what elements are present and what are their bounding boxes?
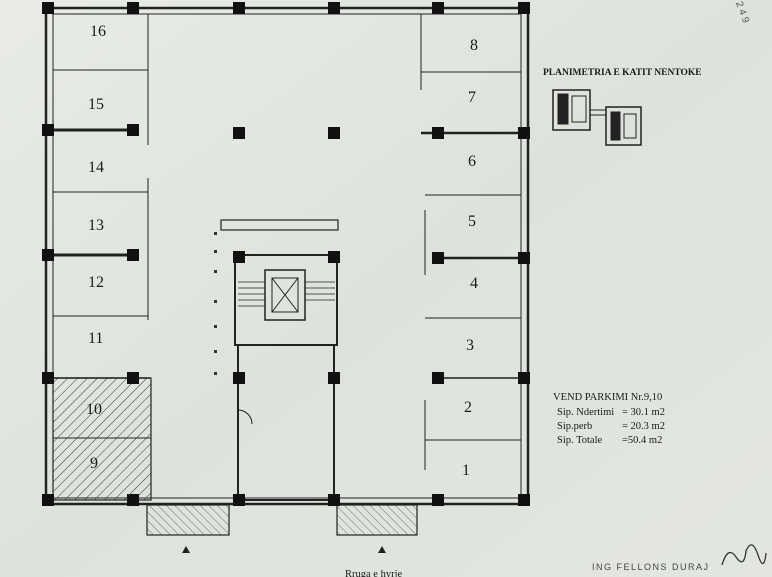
space-number-9: 9 [90,455,98,472]
structural-column [328,127,340,139]
structural-column [127,2,139,14]
structural-column [42,2,54,14]
left-space-numbers: 16 15 14 13 12 11 10 9 [86,23,106,472]
right-space-numbers: 8 7 6 5 4 3 2 1 [462,37,478,479]
info-row-value: = 20.3 m2 [622,421,665,432]
structural-column [233,494,245,506]
structural-column [518,372,530,384]
structural-column [328,2,340,14]
structural-column [127,494,139,506]
structural-column [518,494,530,506]
space-number-7: 7 [468,89,476,106]
dimension-marks [214,232,217,375]
space-number-14: 14 [88,159,104,176]
structural-column [127,124,139,136]
structural-column [432,494,444,506]
structural-column [518,2,530,14]
space-number-3: 3 [466,337,474,354]
info-heading: VEND PARKIMI Nr.9,10 [553,392,662,403]
structural-column [518,252,530,264]
structural-column [328,251,340,263]
structural-column [233,372,245,384]
structural-column [328,494,340,506]
structural-column [42,372,54,384]
structural-column [518,127,530,139]
space-number-13: 13 [88,217,104,234]
info-row-value: =50.4 m2 [622,435,662,446]
structural-column [233,2,245,14]
entrance-ramps [146,504,418,553]
structural-column [42,494,54,506]
space-number-10: 10 [86,401,102,418]
info-row-label: Sip. Totale [557,435,602,446]
structural-column [432,372,444,384]
stair-lift-core [220,219,339,501]
plan-title: PLANIMETRIA E KATIT NENTOKE [543,68,702,78]
structural-column [432,127,444,139]
key-plan-thumbnail [552,89,642,146]
structural-column [233,251,245,263]
space-number-2: 2 [464,399,472,416]
right-space-dividers [420,14,521,470]
structural-column [233,127,245,139]
space-number-8: 8 [470,37,478,54]
structural-column [42,249,54,261]
space-number-16: 16 [90,23,106,40]
space-number-15: 15 [88,96,104,113]
structural-column [127,249,139,261]
bottom-street-label: Rruga e hyrje [345,569,402,577]
structural-column [432,252,444,264]
structural-column [127,372,139,384]
space-number-1: 1 [462,462,470,479]
parking-info-block: VEND PARKIMI Nr.9,10 Sip. Ndertimi = 30.… [553,392,665,446]
space-number-5: 5 [468,213,476,230]
structural-columns [42,2,530,506]
space-number-4: 4 [470,275,478,292]
space-number-12: 12 [88,274,104,291]
space-number-6: 6 [468,153,476,170]
info-row-value: = 30.1 m2 [622,407,665,418]
info-row-label: Sip.perb [557,421,592,432]
engineer-stamp: ING FELLONS DURAJ [592,562,710,572]
space-number-11: 11 [88,330,103,347]
highlighted-parking-9-10 [52,377,152,501]
info-row-label: Sip. Ndertimi [557,407,614,418]
structural-column [42,124,54,136]
structural-column [432,2,444,14]
structural-column [328,372,340,384]
signature [721,544,767,566]
